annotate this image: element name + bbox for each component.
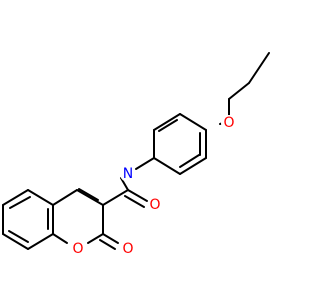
bond <box>27 189 54 206</box>
bond <box>179 157 207 175</box>
bond <box>228 82 250 100</box>
bond <box>102 189 129 206</box>
lactone-oxygen-label: O <box>120 241 136 257</box>
bond <box>135 157 155 170</box>
butyl-chain <box>219 52 270 125</box>
chemical-structure-diagram: O N O O O <box>2 52 270 257</box>
bond <box>153 157 181 175</box>
atom-O: O <box>72 241 83 257</box>
bond <box>87 233 104 244</box>
carbonyl-bond <box>127 189 148 202</box>
bond <box>27 233 54 250</box>
amide-linkage <box>102 157 155 208</box>
bond <box>2 233 29 250</box>
atom-N: N <box>123 166 133 182</box>
bond <box>153 113 181 131</box>
ring-oxygen-label: O <box>70 241 86 257</box>
carbonyl-bond <box>124 195 145 208</box>
bond <box>2 189 29 206</box>
bond <box>52 189 78 206</box>
double-bond-inner <box>78 188 99 201</box>
bond <box>248 52 270 84</box>
double-bond-inner <box>158 119 178 132</box>
bond <box>76 189 104 206</box>
amide-nitrogen-label: N <box>120 166 136 182</box>
amide-oxygen-label: O <box>147 197 163 213</box>
double-bond-inner <box>179 154 200 168</box>
bond <box>52 233 68 244</box>
lactone-carbonyl-bond <box>102 233 119 244</box>
bond <box>120 177 129 191</box>
bond <box>179 113 207 131</box>
atom-O: O <box>122 241 133 257</box>
lactone-carbonyl-bond <box>99 239 116 250</box>
phenyl-ring <box>153 113 207 175</box>
atom-O: O <box>223 115 234 131</box>
ether-oxygen-label: O <box>221 115 237 131</box>
atom-O: O <box>149 197 160 213</box>
double-bond-inner <box>9 196 31 209</box>
atom-labels: O N O O O <box>70 115 237 257</box>
coumarin-core <box>2 188 119 250</box>
double-bond-inner <box>8 230 29 243</box>
